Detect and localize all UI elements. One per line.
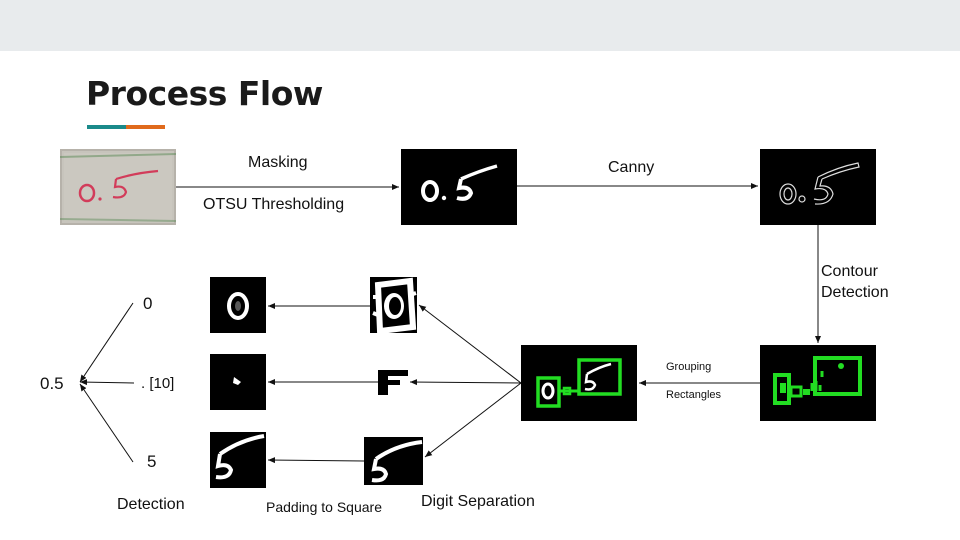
arrow-separation-top bbox=[418, 304, 522, 384]
label-contour-line1: Contour bbox=[821, 263, 878, 280]
output-decimal-point: . [10] bbox=[141, 375, 175, 392]
separated-digit-five bbox=[364, 437, 423, 485]
padded-decimal-point bbox=[210, 354, 266, 410]
output-digit-five: 5 bbox=[147, 452, 157, 471]
padded-digit-five bbox=[210, 432, 266, 488]
slide-title: Process Flow bbox=[86, 74, 323, 113]
label-digit-separation: Digit Separation bbox=[421, 493, 535, 510]
separated-digit-zero bbox=[370, 277, 417, 333]
canny-image bbox=[760, 149, 876, 225]
label-contour-detection: Contour Detection bbox=[821, 261, 889, 303]
grouped-rectangles-image bbox=[521, 345, 637, 421]
output-digit-zero: 0 bbox=[143, 294, 153, 313]
title-accent-orange bbox=[126, 125, 165, 129]
padded-digit-zero bbox=[210, 277, 266, 333]
output-result: 0.5 bbox=[40, 374, 64, 393]
original-photo bbox=[60, 149, 176, 225]
label-detection: Detection bbox=[117, 496, 185, 513]
label-otsu: OTSU Thresholding bbox=[203, 196, 345, 213]
label-masking: Masking bbox=[248, 154, 308, 171]
arrow-detect-bottom bbox=[79, 383, 134, 463]
label-grouping: Grouping bbox=[666, 361, 712, 373]
label-padding: Padding to Square bbox=[266, 499, 382, 515]
arrow-detect-top bbox=[79, 302, 134, 383]
threshold-image bbox=[401, 149, 517, 225]
label-rectangles: Rectangles bbox=[666, 389, 722, 401]
arrow-separation-mid bbox=[409, 379, 522, 386]
title-accent-teal bbox=[87, 125, 126, 129]
arrow-detect-mid bbox=[79, 379, 135, 386]
label-canny: Canny bbox=[608, 159, 655, 176]
top-bar bbox=[0, 0, 960, 51]
separated-decimal-point bbox=[378, 370, 408, 395]
arrow-separation-bottom bbox=[424, 382, 522, 458]
contour-image bbox=[760, 345, 876, 421]
label-contour-line2: Detection bbox=[821, 284, 889, 301]
arrow-padding-bottom bbox=[267, 457, 365, 464]
